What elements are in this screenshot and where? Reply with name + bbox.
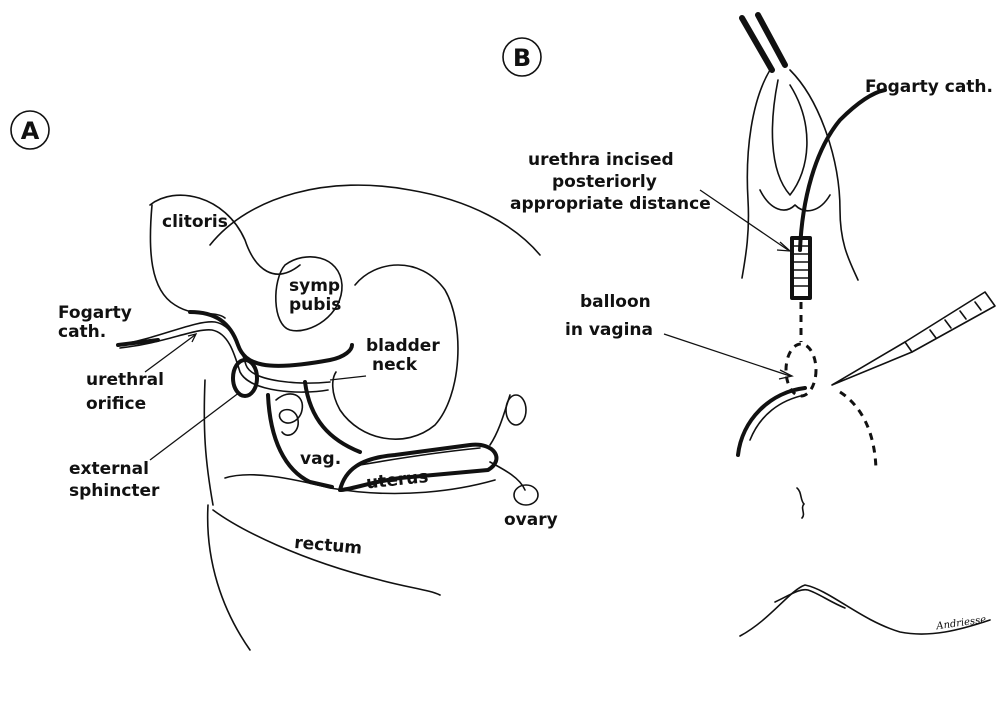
fogarty-catheter (800, 90, 885, 250)
label-balloon: balloon (580, 292, 651, 312)
scalpel-blade (832, 342, 912, 385)
pointer-bladder-neck (330, 376, 366, 380)
label-uterus: uterus (365, 467, 429, 493)
label-in-vagina: in vagina (565, 320, 653, 340)
vaginal-arch-inner (750, 395, 805, 440)
label-clitoris: clitoris (162, 212, 228, 232)
artist-signature: Andriesse (935, 614, 987, 632)
vaginal-arch-right (840, 392, 876, 470)
urethra-incision-hatching (792, 246, 810, 286)
scalpel-handle-ridges (930, 302, 981, 338)
label-cath: cath. (58, 322, 106, 342)
labia-left (742, 70, 770, 278)
anus-mark (797, 488, 804, 518)
pointer-urethra-incised (700, 190, 788, 250)
label-fogarty-cath: Fogarty cath. (865, 77, 993, 97)
label-rectum: rectum (293, 533, 362, 559)
label-urethra-incised: urethra incised (528, 150, 674, 170)
panel-b-letter: B (513, 44, 531, 72)
label-ovary: ovary (504, 510, 558, 530)
label-pubis: pubis (289, 295, 341, 315)
retractor-blade-left (742, 18, 772, 70)
labia-inner-fold (772, 80, 807, 195)
label-appropriate-distance: appropriate distance (510, 194, 711, 214)
posterior-contour (208, 505, 250, 650)
label-bladder: bladder (366, 336, 440, 356)
label-symp: symp (289, 276, 340, 296)
fogarty-catheter-end (118, 340, 158, 345)
label-posteriorly: posteriorly (552, 172, 657, 192)
panel-a-letter: A (21, 117, 40, 145)
label-vag: vag. (300, 449, 341, 469)
perineum-contour (204, 380, 213, 505)
ovary-lower (514, 485, 538, 505)
scalpel-handle (905, 292, 995, 352)
label-external: external (69, 459, 149, 479)
vaginal-balloon (276, 394, 302, 435)
urethra-outline (190, 312, 352, 366)
label-orifice: orifice (86, 394, 146, 414)
clitoris-outline (150, 195, 300, 274)
ovary-upper (506, 395, 526, 425)
label-fogarty: Fogarty (58, 303, 132, 323)
pointer-balloon (664, 334, 790, 376)
label-sphincter: sphincter (69, 481, 160, 501)
introitus (760, 190, 830, 211)
label-neck: neck (372, 355, 418, 375)
pointer-external-sphincter (150, 392, 240, 460)
vagina-anterior-wall (268, 395, 332, 487)
label-urethral: urethral (86, 370, 164, 390)
panel-a: A clitoris symp (11, 111, 558, 650)
panel-b: B Fogarty cath. urethra incised (503, 15, 995, 636)
body-contour (210, 185, 540, 255)
